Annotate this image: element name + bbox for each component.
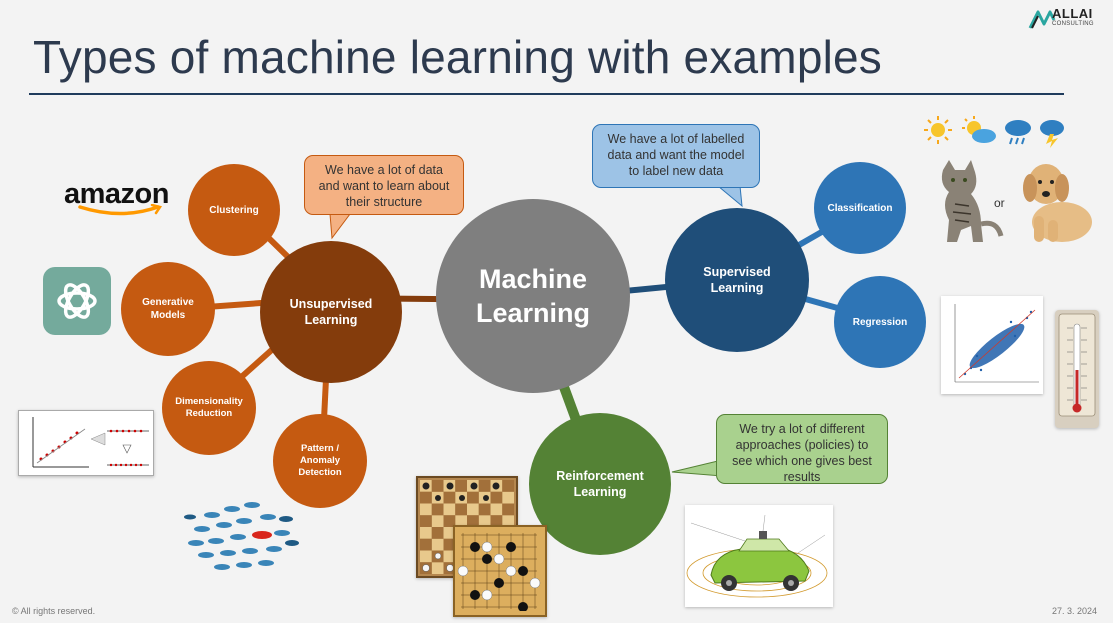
unsupervised-callout-line-3: their structure	[345, 195, 423, 209]
reinforcement-callout-line-2: approaches (policies) to	[735, 438, 869, 452]
pattern-label-1: Pattern /	[300, 443, 339, 454]
sun-cloud-icon	[962, 116, 996, 143]
clustering-label: Clustering	[209, 204, 259, 216]
dimensionality-reduction-image	[18, 410, 154, 476]
date-footer: 27. 3. 2024	[1052, 606, 1098, 616]
supervised-callout: We have a lot of labelled data and want …	[592, 124, 760, 188]
reinforcement-callout-line-4: results	[783, 470, 821, 484]
supervised-label-2: Learning	[710, 281, 764, 295]
generative-label-2: Models	[150, 310, 186, 321]
amazon-smile-icon	[78, 204, 163, 216]
copyright-footer: © All rights reserved.	[12, 606, 96, 616]
unsupervised-label-1: Unsupervised	[289, 297, 373, 311]
unsupervised-callout: We have a lot of data and want to learn …	[304, 155, 464, 215]
rain-cloud-icon	[1005, 120, 1031, 145]
pattern-label-2: Anomaly	[299, 455, 341, 466]
reinforcement-callout: We try a lot of different approaches (po…	[716, 414, 888, 484]
or-label: or	[994, 196, 1005, 210]
supervised-callout-line-2: data and want the model	[607, 148, 745, 162]
sun-icon	[924, 116, 952, 144]
generative-label-1: Generative	[142, 297, 194, 308]
pattern-anomaly-node: Pattern / Anomaly Detection	[273, 414, 367, 508]
center-label-1: Machine	[478, 264, 588, 294]
title-underline	[29, 93, 1064, 95]
supervised-label-1: Supervised	[703, 265, 771, 279]
dimensionality-label-2: Reduction	[185, 408, 233, 419]
classification-node: Classification	[814, 162, 906, 254]
center-label-2: Learning	[475, 298, 590, 328]
regression-label: Regression	[852, 316, 908, 328]
reinforcement-label-2: Learning	[573, 485, 627, 499]
unsupervised-callout-line-2: and want to learn about	[318, 179, 450, 193]
scatter-plot-image	[941, 296, 1043, 394]
weather-icons	[924, 116, 1064, 148]
reinforcement-label-1: Reinforcement	[556, 469, 644, 483]
allai-logo-icon	[1028, 10, 1056, 29]
pattern-label-3: Detection	[298, 467, 342, 478]
supervised-learning-node: Supervised Learning	[665, 208, 809, 352]
dimensionality-label-1: Dimensionality	[175, 396, 243, 407]
self-driving-car-image	[685, 505, 833, 607]
unsupervised-label-2: Learning	[304, 313, 358, 327]
openai-logo-icon	[43, 267, 111, 335]
regression-node: Regression	[834, 276, 926, 368]
fish-school-image	[184, 502, 299, 570]
machine-learning-node: Machine Learning	[436, 199, 630, 393]
logo-subtitle: CONSULTING	[1052, 21, 1094, 27]
storm-cloud-icon	[1040, 120, 1064, 148]
supervised-callout-line-3: to label new data	[628, 164, 724, 178]
generative-models-node: Generative Models	[121, 262, 215, 356]
logo-name: ALLAI	[1052, 6, 1093, 21]
clustering-node: Clustering	[188, 164, 280, 256]
reinforcement-learning-node: Reinforcement Learning	[529, 413, 671, 555]
supervised-callout-line-1: We have a lot of labelled	[607, 132, 745, 146]
unsupervised-callout-line-1: We have a lot of data	[325, 163, 443, 177]
reinforcement-callout-line-3: see which one gives best	[732, 454, 872, 468]
dog-image	[1023, 164, 1092, 242]
reinforcement-callout-line-1: We try a lot of different	[739, 422, 865, 436]
classification-label: Classification	[827, 202, 893, 214]
thermometer-image	[1055, 310, 1099, 428]
dimensionality-reduction-node: Dimensionality Reduction	[162, 361, 256, 455]
cat-image	[941, 160, 1004, 242]
go-board-stones	[457, 533, 541, 611]
unsupervised-learning-node: Unsupervised Learning	[260, 241, 402, 383]
slide-title: Types of machine learning with examples	[33, 31, 883, 83]
